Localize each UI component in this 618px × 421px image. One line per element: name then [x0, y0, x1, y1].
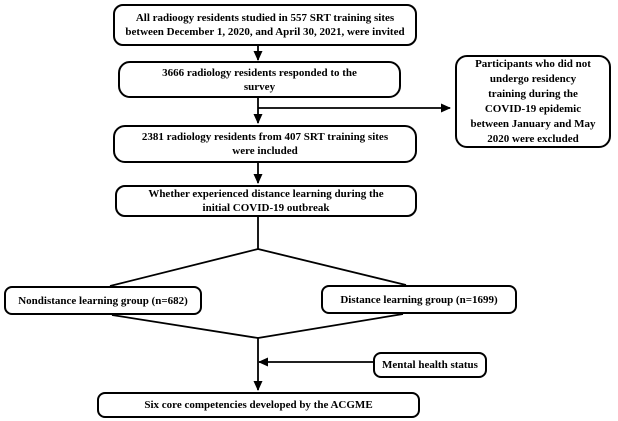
box-included: 2381 radiology residents from 407 SRT tr… — [113, 125, 417, 163]
box-distance-group: Distance learning group (n=1699) — [321, 285, 517, 314]
box-excluded: Participants who did not undergo residen… — [455, 55, 611, 148]
box-mental-health: Mental health status — [373, 352, 487, 378]
edge-merge-right — [257, 313, 404, 339]
edge-split-right — [257, 248, 407, 286]
edge-split-left — [109, 248, 259, 287]
box-responded: 3666 radiology residents responded to th… — [118, 61, 401, 98]
box-nondistance-group: Nondistance learning group (n=682) — [4, 286, 202, 315]
box-outcome: Six core competencies developed by the A… — [97, 392, 420, 418]
edge-merge-left — [111, 314, 259, 339]
box-invited: All radioogy residents studied in 557 SR… — [113, 4, 417, 46]
box-distance-question: Whether experienced distance learning du… — [115, 185, 417, 217]
